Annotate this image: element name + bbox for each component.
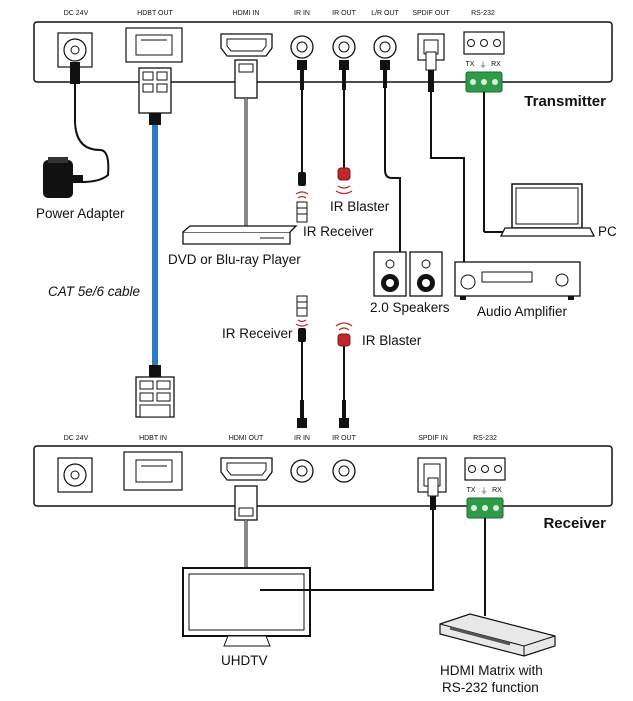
rx-ir-blaster-icon (335, 322, 353, 347)
tx-ir-blaster-cable (339, 60, 349, 168)
transmitter-title: Transmitter (524, 93, 606, 110)
tx-rs232-plug-icon (465, 71, 503, 93)
rx-ir-out-jack-icon (332, 459, 356, 483)
receiver-title: Receiver (543, 515, 606, 532)
tx-lr-out-jack-icon (373, 35, 397, 59)
rx-hdmi-cable (234, 485, 258, 568)
uhdtv-icon (182, 567, 311, 647)
tx-port-label-hdbt: HDBT OUT (137, 10, 173, 17)
speakers-label: 2.0 Speakers (370, 300, 450, 315)
power-adapter-label: Power Adapter (36, 206, 125, 221)
rx-port-label-rs232: RS-232 (473, 435, 497, 442)
tx-rs232-gnd-icon: ⏚ (480, 61, 487, 69)
pc-label: PC (598, 224, 617, 239)
rx-ir-blaster-cable (339, 346, 349, 428)
rx-ir-receiver-cable (297, 342, 307, 428)
hdmi-matrix-icon (439, 613, 556, 657)
tx-ir-out-jack-icon (332, 35, 356, 59)
rx-ir-receiver-icon (295, 295, 309, 342)
rx-ir-receiver-label: IR Receiver (222, 326, 293, 341)
rx-port-label-hdbt: HDBT IN (139, 435, 167, 442)
cat-cable-label: CAT 5e/6 cable (48, 284, 140, 299)
tx-rs232-tx-label: TX (466, 61, 475, 68)
tx-lr-out-cable (380, 60, 401, 252)
rx-ir-in-jack-icon (290, 459, 314, 483)
rx-port-label-ir-out: IR OUT (332, 435, 356, 442)
tx-hdbt-jack-icon (125, 27, 183, 63)
rx-port-label-spdif: SPDIF IN (418, 435, 448, 442)
rx-rs232-tx-label: TX (467, 487, 476, 494)
tx-port-label-dc: DC 24V (64, 10, 89, 17)
rx-dc-jack-icon (57, 457, 93, 493)
tx-rs232-cable (483, 92, 512, 233)
tx-rs232-terminal-icon (463, 31, 505, 55)
tx-spdif-cable (425, 51, 465, 262)
tx-rs232-rx-label: RX (491, 61, 501, 68)
power-adapter-icon (43, 62, 110, 198)
tx-ir-in-jack-icon (290, 35, 314, 59)
tx-port-label-hdmi: HDMI IN (233, 10, 260, 17)
cat-cable (135, 67, 175, 418)
rx-hdmi-port-icon (220, 457, 273, 481)
rx-port-label-hdmi: HDMI OUT (229, 435, 264, 442)
rx-hdbt-jack-icon (123, 451, 183, 491)
amplifier-label: Audio Amplifier (477, 304, 568, 319)
rx-port-label-ir-in: IR IN (294, 435, 310, 442)
tx-ir-blaster-icon (335, 167, 353, 195)
rx-ir-blaster-label: IR Blaster (362, 333, 422, 348)
tx-port-label-lr-out: L/R OUT (371, 10, 399, 17)
rx-rs232-gnd-icon: ⏚ (481, 487, 488, 495)
tx-hdmi-cable (234, 59, 258, 230)
tx-ir-blaster-label: IR Blaster (330, 199, 390, 214)
tx-ir-receiver-label: IR Receiver (303, 224, 374, 239)
rx-rs232-rx-label: RX (492, 487, 502, 494)
pc-laptop-icon (499, 183, 596, 237)
tx-dc-jack-icon (57, 32, 93, 68)
tx-port-label-rs232: RS-232 (471, 10, 495, 17)
uhdtv-label: UHDTV (221, 653, 268, 668)
rx-spdif-cable (260, 477, 439, 591)
transmitter-unit: DC 24V HDBT OUT HDMI IN IR IN IR OUT L/R… (33, 10, 613, 110)
tx-port-label-spdif: SPDIF OUT (412, 10, 450, 17)
hdmi-matrix-label-line1: HDMI Matrix with (440, 663, 543, 678)
tx-port-label-ir-in: IR IN (294, 10, 310, 17)
tx-ir-receiver-cable (297, 60, 307, 186)
rx-rs232-terminal-icon (464, 457, 506, 481)
tx-port-label-ir-out: IR OUT (332, 10, 356, 17)
speakers-icon (373, 251, 443, 297)
audio-amplifier-icon (454, 261, 581, 300)
tx-hdmi-port-icon (220, 33, 273, 57)
hdmi-matrix-label-line2: RS-232 function (442, 680, 539, 695)
rx-port-label-dc: DC 24V (64, 435, 89, 442)
tx-ir-receiver-icon (295, 191, 309, 223)
receiver-unit: DC 24V HDBT IN HDMI OUT IR IN IR OUT SPD… (33, 435, 613, 532)
dvd-player-icon (182, 225, 298, 245)
rx-rs232-plug-icon (466, 497, 504, 519)
dvd-label: DVD or Blu-ray Player (168, 252, 301, 267)
